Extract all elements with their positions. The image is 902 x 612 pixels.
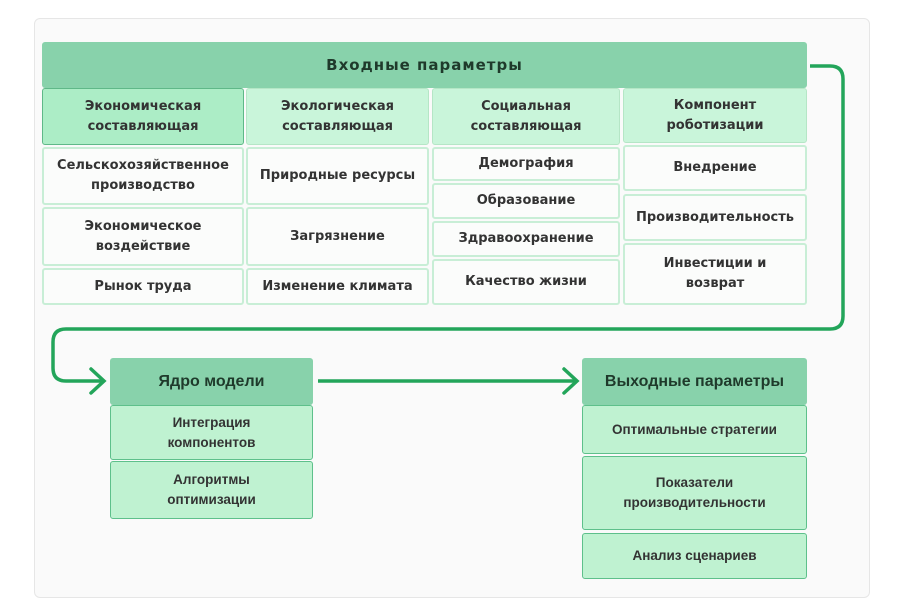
input-item: Природные ресурсы bbox=[246, 147, 429, 205]
input-item: Инвестиции и возврат bbox=[623, 243, 807, 305]
arrowhead-core bbox=[89, 367, 107, 395]
input-item: Образование bbox=[432, 183, 620, 219]
output-item: Оптимальные стратегии bbox=[582, 405, 807, 454]
core-item: Алгоритмы оптимизации bbox=[110, 461, 313, 519]
column-header-social[interactable]: Социальная составляющая bbox=[432, 88, 620, 145]
input-item: Загрязнение bbox=[246, 207, 429, 266]
core-item: Интеграция компонентов bbox=[110, 405, 313, 460]
arrow-input-to-core bbox=[51, 64, 845, 383]
input-params-title: Входные параметры bbox=[326, 56, 523, 74]
input-item: Качество жизни bbox=[432, 259, 620, 305]
output-params-header: Выходные параметры bbox=[582, 358, 807, 405]
input-item: Экономическое воздействие bbox=[42, 207, 244, 266]
input-item: Демография bbox=[432, 147, 620, 181]
input-item: Производительность bbox=[623, 194, 807, 241]
input-item: Внедрение bbox=[623, 145, 807, 191]
output-item: Показатели производительности bbox=[582, 456, 807, 530]
input-item: Рынок труда bbox=[42, 268, 244, 305]
core-model-header: Ядро модели bbox=[110, 358, 313, 405]
input-item: Сельскохозяйственное производство bbox=[42, 147, 244, 205]
input-params-header: Входные параметры bbox=[42, 42, 807, 88]
column-header-robotization[interactable]: Компонент роботизации bbox=[623, 88, 807, 143]
column-header-economic[interactable]: Экономическая составляющая bbox=[42, 88, 244, 145]
column-header-ecological[interactable]: Экологическая составляющая bbox=[246, 88, 429, 145]
input-item: Изменение климата bbox=[246, 268, 429, 305]
input-item: Здравоохранение bbox=[432, 221, 620, 257]
arrowhead-output bbox=[562, 367, 580, 395]
output-item: Анализ сценариев bbox=[582, 533, 807, 579]
